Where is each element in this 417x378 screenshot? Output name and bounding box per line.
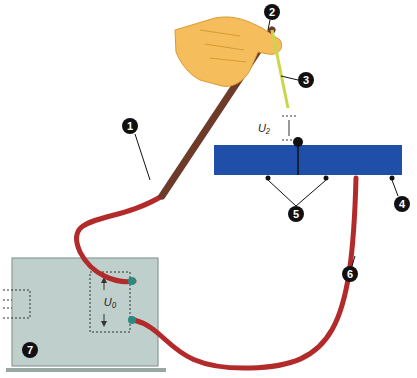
support-point <box>266 176 271 181</box>
internal-circuit <box>3 290 30 318</box>
clamp-point <box>390 176 395 181</box>
callout-number: 2 <box>264 7 280 18</box>
workpiece <box>214 145 402 175</box>
arc-gap-line <box>289 120 290 136</box>
leader-line <box>268 180 326 206</box>
leader-line <box>392 180 398 196</box>
work-cable <box>134 178 356 368</box>
terminal <box>128 316 136 324</box>
voltage-arrow <box>104 314 105 324</box>
leader-line <box>135 134 150 180</box>
support-point <box>324 176 329 181</box>
internal-wire <box>3 300 12 308</box>
callout-number: 6 <box>342 269 358 280</box>
leader-line <box>281 76 298 80</box>
electrode-cable <box>76 196 162 282</box>
glove-fingers <box>200 30 246 62</box>
leader-line <box>352 256 355 266</box>
callout-number: 1 <box>122 121 138 132</box>
weld-joint <box>297 142 299 175</box>
ground-base <box>6 368 166 372</box>
welding-glove <box>175 17 282 86</box>
power-source <box>12 258 158 366</box>
callout-number: 3 <box>298 75 314 86</box>
terminal <box>128 277 136 285</box>
voltage-label: U₂ <box>258 123 270 134</box>
electrode <box>272 30 288 108</box>
leader-line <box>268 20 270 30</box>
callout-number: 4 <box>394 199 410 210</box>
voltage-arrow <box>104 280 105 290</box>
arc-gap-mark <box>282 116 296 117</box>
callout-number: 5 <box>288 209 304 220</box>
callout-number: 7 <box>22 345 38 356</box>
voltage-label: U₀ <box>104 297 117 308</box>
callout-circles <box>22 4 410 358</box>
